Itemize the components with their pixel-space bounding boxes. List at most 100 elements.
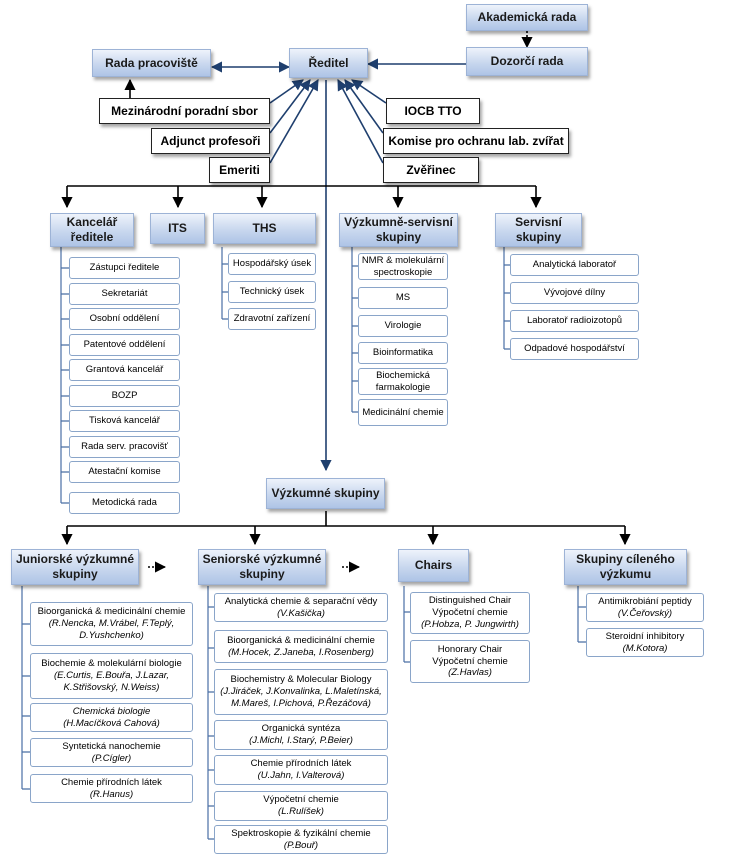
- list-item: Biochemistry & Molecular Biology (J.Jirá…: [214, 669, 388, 715]
- rada-pracoviste-box: Rada pracoviště: [92, 49, 211, 77]
- list-item: NMR & molekulární spectroskopie: [358, 253, 448, 280]
- vyzkumne-skupiny-box: Výzkumné skupiny: [266, 478, 385, 509]
- list-item: Osobní oddělení: [69, 308, 180, 330]
- servisni-skupiny-box: Servisní skupiny: [495, 213, 582, 247]
- group-people: (V.Čeřovský): [617, 607, 673, 619]
- list-item-label: Technický úsek: [239, 286, 305, 298]
- senior-groups-box: Seniorské výzkumné skupiny: [198, 549, 326, 585]
- list-item: Zdravotní zařízení: [228, 308, 316, 330]
- chair-field: Výpočetní chemie: [432, 655, 508, 667]
- list-item-label: Patentové oddělení: [83, 339, 166, 351]
- chairs-box: Chairs: [398, 549, 469, 582]
- komise-zvirat-label: Komise pro ochranu lab. zvířat: [388, 133, 564, 148]
- chair-people: (P.Hobza, P. Jungwirth): [421, 618, 519, 630]
- group-name: Biochemie & molekulární biologie: [41, 658, 182, 670]
- list-item-label: Rada serv. pracovišť: [81, 441, 168, 453]
- list-item: Tisková kancelář: [69, 410, 180, 432]
- group-people: (V.Kašička): [277, 607, 325, 619]
- list-item-label: Sekretariát: [101, 288, 148, 300]
- list-item-label: Zdravotní zařízení: [233, 313, 311, 325]
- list-item-label: Osobní oddělení: [89, 313, 160, 325]
- akademicka-rada-box: Akademická rada: [466, 4, 588, 31]
- adjunct-label: Adjunct profesoři: [160, 133, 261, 148]
- list-item: Chemická biologie (H.Macíčková Cahová): [30, 703, 193, 732]
- group-name: Organická syntéza: [261, 723, 341, 735]
- reditel-label: Ředitel: [308, 55, 349, 70]
- list-item: Analytická chemie & separační vědy (V.Ka…: [214, 593, 388, 622]
- list-item-label: Hospodářský úsek: [232, 258, 312, 270]
- group-people: (P.Cígler): [91, 752, 132, 764]
- list-item: Chemie přírodních látek (R.Hanus): [30, 774, 193, 803]
- list-item: Výpočetní chemie (L.Rulíšek): [214, 791, 388, 821]
- list-item-label: Laboratoř radioizotopů: [526, 315, 623, 327]
- group-name: Chemická biologie: [72, 705, 151, 717]
- list-item-label: NMR & molekulární spectroskopie: [361, 254, 445, 278]
- group-name: Analytická chemie & separační vědy: [224, 595, 378, 607]
- group-name: Bioorganická & medicinální chemie: [227, 634, 375, 646]
- group-name: Spektroskopie & fyzikální chemie: [231, 827, 371, 839]
- group-people: (L.Rulíšek): [278, 806, 324, 817]
- group-people: (P.Bouř): [283, 839, 319, 851]
- its-box: ITS: [150, 213, 205, 244]
- servisni-title: Servisní skupiny: [515, 215, 562, 244]
- list-item-label: Vývojové dílny: [543, 287, 606, 299]
- group-people: (E.Curtis, E.Bouřa, J.Lazar, K.Střišovsk…: [53, 670, 170, 693]
- chair-name: Distinguished Chair: [428, 595, 512, 607]
- komise-zvirat-box: Komise pro ochranu lab. zvířat: [383, 128, 569, 154]
- list-item: Bioorganická & medicinální chemie (R.Nen…: [30, 602, 193, 646]
- emeriti-label: Emeriti: [219, 162, 260, 177]
- junior-groups-box: Juniorské výzkumné skupiny: [11, 549, 139, 585]
- list-item: Technický úsek: [228, 281, 316, 303]
- list-item: Biochemická farmakologie: [358, 368, 448, 395]
- list-item-label: Tisková kancelář: [89, 415, 160, 427]
- list-item: MS: [358, 287, 448, 309]
- list-item: Distinguished Chair Výpočetní chemie (P.…: [410, 592, 530, 634]
- list-item-label: Grantová kancelář: [85, 364, 164, 376]
- senior-title: Seniorské výzkumné skupiny: [202, 552, 322, 581]
- group-people: (R.Nencka, M.Vrábel, F.Teplý, D.Yushchen…: [48, 618, 175, 641]
- kancelar-reditele-box: Kancelář ředitele: [50, 213, 134, 247]
- chairs-title: Chairs: [414, 558, 453, 572]
- group-people: (R.Hanus): [89, 788, 134, 800]
- list-item-label: Virologie: [384, 320, 422, 332]
- chair-people: (Z.Havlas): [448, 667, 492, 679]
- group-people: (U.Jahn, I.Valterová): [257, 770, 345, 781]
- list-item-label: Metodická rada: [92, 497, 157, 509]
- junior-title: Juniorské výzkumné skupiny: [15, 552, 135, 581]
- group-name: Výpočetní chemie: [263, 794, 339, 806]
- list-item: Antimikrobiání peptidy (V.Čeřovský): [586, 593, 704, 622]
- dozorci-rada-box: Dozorčí rada: [466, 47, 588, 76]
- list-item-label: Biochemická farmakologie: [375, 369, 431, 393]
- mezinarodni-label: Mezinárodní poradní sbor: [111, 103, 258, 118]
- list-item: Metodická rada: [69, 492, 180, 514]
- group-name: Bioorganická & medicinální chemie: [37, 606, 186, 618]
- list-item: Zástupci ředitele: [69, 257, 180, 279]
- list-item: Grantová kancelář: [69, 359, 180, 381]
- group-people: (J.Jiráček, J.Konvalinka, L.Maletínská, …: [220, 686, 382, 709]
- group-name: Chemie přírodních látek: [250, 758, 352, 770]
- group-name: Biochemistry & Molecular Biology: [230, 674, 372, 686]
- chair-name: Honorary Chair: [437, 643, 503, 655]
- adjunct-profesori-box: Adjunct profesoři: [151, 128, 270, 154]
- ths-title: THS: [252, 221, 277, 235]
- kancelar-title: Kancelář ředitele: [66, 215, 118, 244]
- list-item: Biochemie & molekulární biologie (E.Curt…: [30, 653, 193, 699]
- group-name: Steroidní inhibitory: [605, 630, 685, 642]
- list-item: Atestační komise: [69, 461, 180, 483]
- list-item-label: Odpadové hospodářství: [524, 343, 625, 355]
- zverinec-box: Zvěřinec: [383, 157, 479, 183]
- chair-field: Výpočetní chemie: [432, 607, 508, 619]
- group-name: Antimikrobiání peptidy: [598, 595, 692, 607]
- vyzkumne-skupiny-label: Výzkumné skupiny: [271, 486, 380, 500]
- list-item-label: Medicinální chemie: [362, 406, 444, 418]
- list-item: Virologie: [358, 315, 448, 337]
- list-item: Spektroskopie & fyzikální chemie (P.Bouř…: [214, 825, 388, 854]
- list-item: Hospodářský úsek: [228, 253, 316, 275]
- list-item-label: BOZP: [111, 390, 138, 402]
- list-item: Chemie přírodních látek (U.Jahn, I.Valte…: [214, 755, 388, 785]
- its-title: ITS: [168, 221, 187, 235]
- ths-box: THS: [213, 213, 316, 244]
- dozorci-rada-label: Dozorčí rada: [490, 54, 564, 68]
- group-name: Chemie přírodních látek: [61, 776, 162, 788]
